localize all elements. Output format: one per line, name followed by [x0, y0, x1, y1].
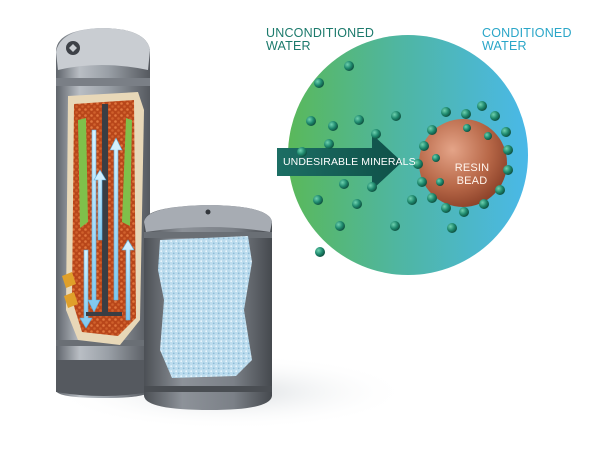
unconditioned-water-label: UNCONDITIONED WATER [266, 27, 374, 53]
conditioned-line-1: CONDITIONED [482, 26, 572, 40]
mineral-particles [297, 61, 513, 257]
conditioned-water-label: CONDITIONED WATER [482, 27, 572, 53]
unconditioned-line-1: UNCONDITIONED [266, 26, 375, 40]
bead-line-2: BEAD [456, 175, 488, 187]
conditioned-line-2: WATER [482, 39, 527, 53]
salt-fill [158, 236, 252, 378]
minerals-arrow [277, 134, 402, 190]
resin-tank [56, 28, 150, 398]
center-pipe [102, 104, 108, 314]
resin-bead-label: RESIN BEAD [437, 162, 507, 188]
bead-line-1: RESIN [454, 162, 490, 174]
undesirable-minerals-label: UNDESIRABLE MINERALS [283, 156, 416, 168]
flow-arrow-icon [79, 129, 135, 329]
brine-tank [144, 205, 272, 410]
unconditioned-line-2: WATER [266, 39, 311, 53]
